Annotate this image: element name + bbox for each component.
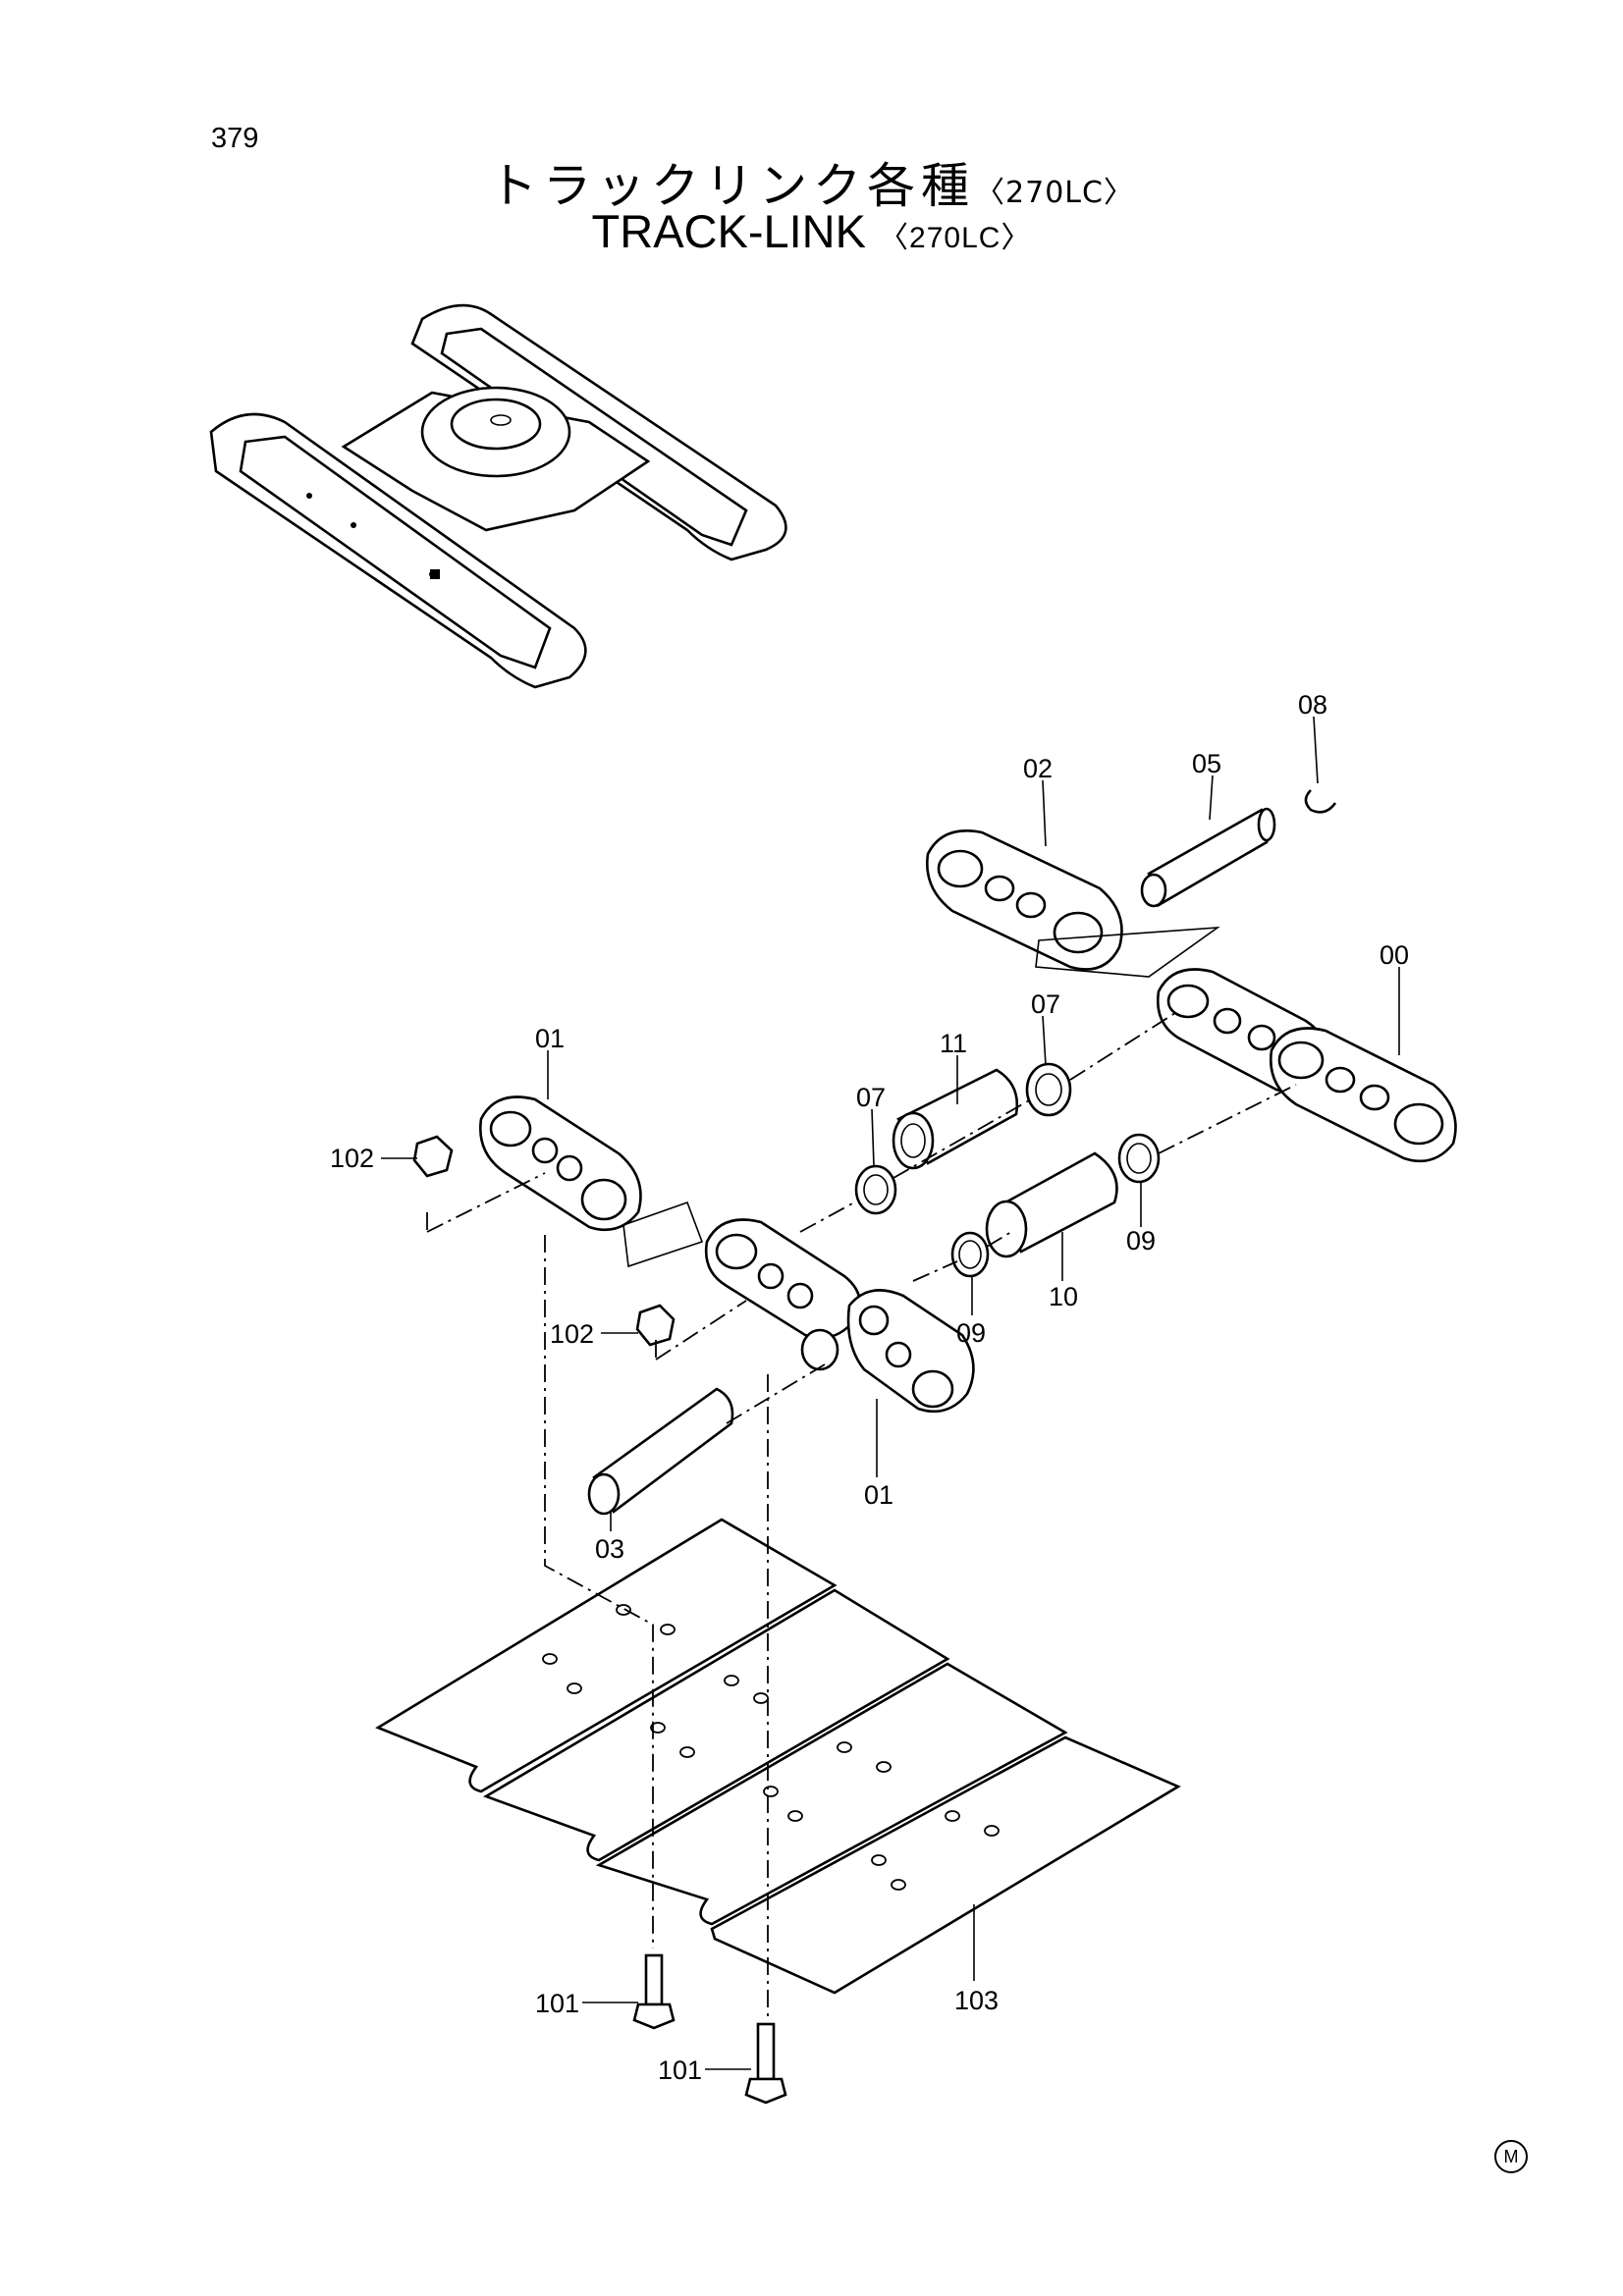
pin-05 [1140, 807, 1276, 908]
callout-09-right: 09 [1126, 1226, 1156, 1255]
bushing-10 [985, 1151, 1118, 1258]
title-jp-text: トラックリンク各種 [489, 158, 976, 214]
callout-02: 02 [1023, 754, 1053, 783]
callout-08: 08 [1298, 690, 1327, 720]
callout-102-lower: 102 [550, 1319, 594, 1349]
callout-103: 103 [954, 1986, 999, 2015]
nut-102-lower [635, 1304, 676, 1347]
callout-05: 05 [1192, 749, 1221, 778]
circled-m-marker: M [1494, 2140, 1528, 2173]
callout-101-upper: 101 [535, 1989, 579, 2018]
link-00 [1157, 968, 1457, 1163]
callout-01-left: 01 [535, 1024, 565, 1053]
callout-labels: 08 05 02 00 01 07 11 07 102 09 10 09 102… [330, 690, 1409, 2085]
callout-07-lower: 07 [856, 1083, 886, 1112]
seal-07-upper [1025, 1062, 1072, 1117]
leader-lines [381, 716, 1400, 2070]
undercarriage-overview [209, 303, 787, 689]
callout-11: 11 [940, 1029, 967, 1058]
callout-07-upper: 07 [1031, 989, 1060, 1019]
title-jp-model: 〈270LC〉 [975, 176, 1134, 210]
pin-03 [587, 1387, 734, 1516]
seal-07-lower [854, 1164, 897, 1215]
assembly-lines [426, 1010, 1297, 2022]
bolt-101-upper [632, 1953, 676, 2030]
title-en-model: 〈270LC〉 [879, 222, 1032, 254]
callout-102-upper: 102 [330, 1144, 374, 1173]
callout-10: 10 [1049, 1282, 1078, 1311]
page-number: 379 [211, 123, 259, 154]
callout-00: 00 [1380, 940, 1409, 970]
callout-09-left: 09 [956, 1318, 986, 1348]
seal-09-right [1117, 1133, 1161, 1184]
callout-01-center: 01 [864, 1480, 893, 1510]
nut-102-upper [412, 1135, 454, 1178]
title-japanese: トラックリンク各種〈270LC〉 [0, 147, 1623, 217]
link-01-left [479, 1095, 642, 1232]
link-01-center [704, 1218, 975, 1414]
callout-101-lower: 101 [658, 2056, 702, 2085]
title-en-text: TRACK-LINK [591, 205, 866, 257]
shoe-plate-103 [375, 1518, 1181, 1995]
bushing-11 [892, 1068, 1019, 1170]
link-02 [926, 829, 1123, 971]
title-english: TRACK-LINK 〈270LC〉 [0, 204, 1623, 258]
bolt-101-lower [744, 2022, 787, 2105]
callout-03: 03 [595, 1534, 624, 1564]
snap-ring-08 [1304, 789, 1337, 814]
seal-09-left [950, 1231, 990, 1278]
